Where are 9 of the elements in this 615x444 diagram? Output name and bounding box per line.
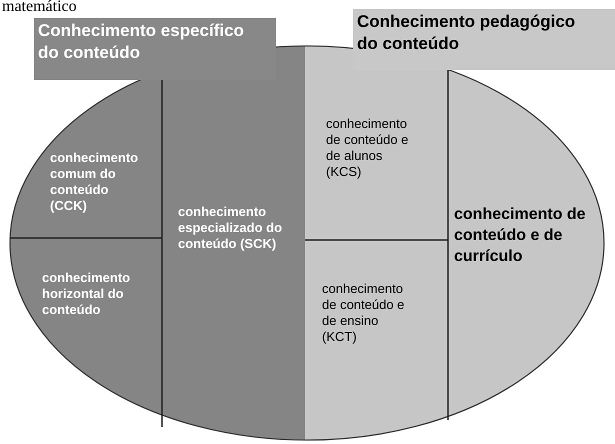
segment-label: conhecimento especializado do conteúdo (SCK) [178, 204, 284, 252]
segment-label: conhecimento de conteúdo e de alunos (KCS) [326, 116, 410, 180]
segment-label: conhecimento horizontal do conteúdo [42, 270, 132, 318]
segment-label: conhecimento de conteúdo e de currículo [454, 205, 586, 267]
segment-label: conhecimento de conteúdo e de ensino (KCT) [322, 281, 406, 345]
heading-box: Conhecimento específico do conteúdo [34, 18, 276, 80]
segment-label: conhecimento comum do conteúdo (CCK) [50, 150, 140, 214]
note-text: matemático [2, 0, 77, 16]
heading-box: Conhecimento pedagógico do conteúdo [353, 9, 615, 70]
